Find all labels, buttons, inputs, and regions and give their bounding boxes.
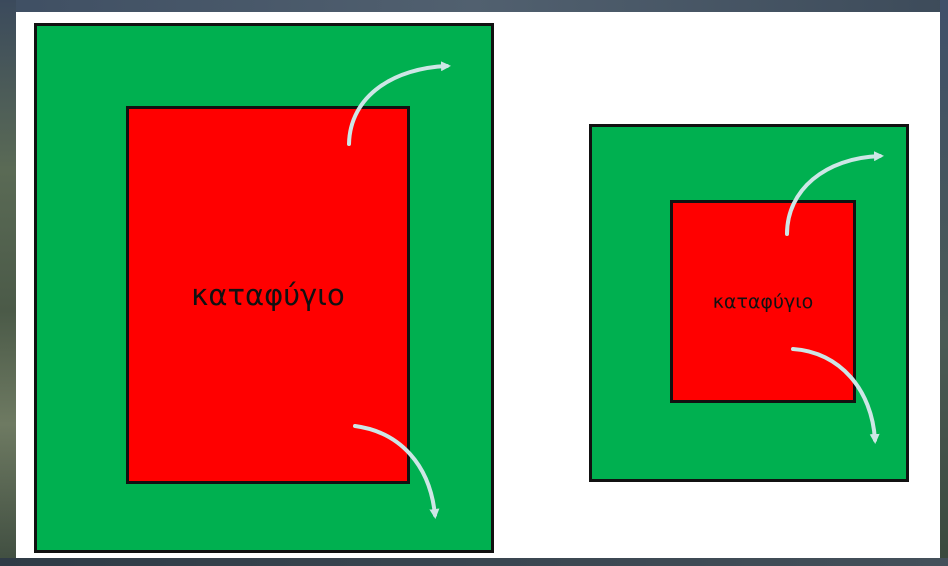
small-shelter-box: καταφύγιο [670,200,856,403]
background-photo-edge-bottom [0,558,948,566]
background-photo-edge-left [0,0,16,566]
large-shelter-label: καταφύγιο [191,278,344,312]
large-shelter-box: καταφύγιο [126,106,410,484]
small-shelter-label: καταφύγιο [713,291,814,313]
background-photo-edge-top [0,0,948,12]
background-photo-edge-right [940,0,948,566]
